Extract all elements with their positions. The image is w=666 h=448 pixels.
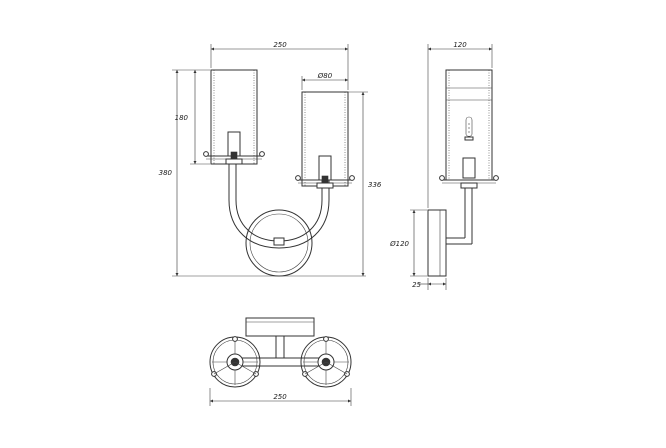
base-diameter-label: Ø120: [389, 240, 409, 248]
front-width-label: 250: [273, 41, 287, 49]
left-collar: [225, 158, 243, 165]
right-height-label: 336: [368, 181, 382, 189]
top-wall-plate: [245, 317, 315, 337]
side-bulb-base: [464, 136, 474, 141]
dim-base-thickness: 25: [412, 278, 447, 290]
dim-side-depth: 120: [427, 41, 493, 208]
front-arm-hub: [273, 237, 285, 246]
dim-front-width: 250: [210, 41, 349, 90]
right-holder-knob-r: [349, 175, 355, 181]
dim-shade-height: 180: [175, 69, 210, 165]
top-view: 250: [209, 317, 352, 406]
side-depth-label: 120: [453, 41, 467, 49]
side-collar: [460, 182, 478, 189]
dim-total-height: 380: [159, 69, 366, 277]
right-holder-knob-l: [295, 175, 301, 181]
total-height-label: 380: [159, 169, 173, 177]
side-bulb: [465, 116, 473, 137]
top-right-fitting: [300, 336, 352, 388]
dim-base-diameter: Ø120: [389, 209, 427, 277]
front-u-arm-outer: [228, 160, 330, 249]
shade-height-label: 180: [175, 114, 189, 122]
left-holder-knob-l: [203, 151, 209, 157]
dim-top-width: 250: [209, 388, 352, 406]
dim-shade-diameter: Ø80: [301, 72, 348, 90]
shade-diameter-label: Ø80: [317, 72, 333, 80]
side-holder-knob-l: [439, 175, 445, 181]
side-holder-knob-r: [493, 175, 499, 181]
front-view: 250 Ø80 180 380 336: [159, 41, 382, 277]
front-left-shade: [203, 69, 265, 165]
right-collar: [316, 182, 334, 189]
dim-right-height: 336: [348, 91, 382, 276]
front-wall-plate-inner: [249, 213, 309, 273]
left-holder-knob-r: [259, 151, 265, 157]
top-left-fitting: [209, 336, 261, 388]
side-view: 120 Ø120 25: [389, 41, 499, 290]
base-thickness-label: 25: [412, 281, 421, 289]
top-width-label: 250: [273, 393, 287, 401]
front-right-shade: [295, 91, 355, 189]
side-socket: [462, 157, 476, 179]
side-wall-plate: [427, 209, 447, 277]
